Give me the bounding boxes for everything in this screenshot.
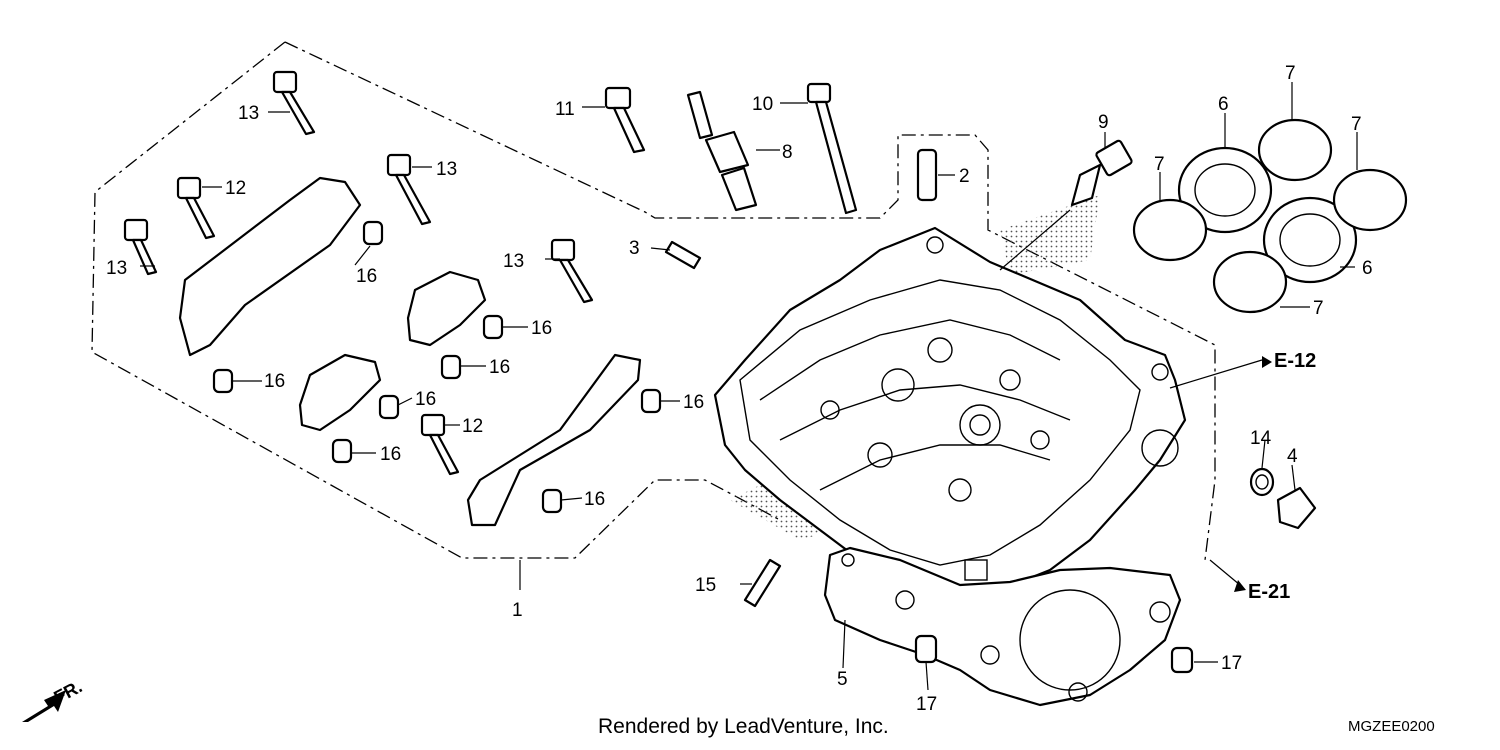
diagram-code: MGZEE0200: [1348, 718, 1435, 735]
callout-5: 5: [837, 669, 848, 690]
callout-13-left: 13: [106, 258, 127, 279]
callout-16-d: 16: [489, 357, 510, 378]
callout-7-left: 7: [1154, 154, 1165, 175]
callout-7-bottom: 7: [1313, 298, 1324, 319]
leader-lines: [140, 82, 1358, 691]
bolt-11: [604, 86, 646, 154]
o-ring-14: [1249, 467, 1275, 497]
dowel-pins-17: [914, 634, 1194, 674]
callout-4: 4: [1287, 446, 1298, 467]
cylinder-head-gasket: [823, 546, 1182, 707]
callout-16-h: 16: [584, 489, 605, 510]
cylinder-head: [713, 195, 1187, 602]
callout-2: 2: [959, 166, 970, 187]
callout-16-b: 16: [264, 371, 285, 392]
clamp-bands: [1132, 118, 1408, 314]
callout-14: 14: [1250, 428, 1272, 449]
callout-9: 9: [1098, 112, 1109, 133]
callout-7-top: 7: [1285, 63, 1296, 84]
callout-13-middle: 13: [436, 159, 457, 180]
stud-3: [664, 240, 702, 270]
reference-e21[interactable]: E-21: [1248, 581, 1290, 603]
callout-10: 10: [752, 94, 773, 115]
stud-15: [743, 558, 782, 608]
dowel-pins-16: [212, 220, 662, 514]
bolt-10: [806, 82, 858, 215]
camshaft-holders: [178, 176, 642, 527]
callout-7-right: 7: [1351, 114, 1362, 135]
callout-16-e: 16: [415, 389, 436, 410]
reference-arrow-e12-icon: [1262, 356, 1272, 368]
insulator-right: [1262, 196, 1358, 284]
callout-16-f: 16: [380, 444, 401, 465]
reference-arrow-e21-icon: [1234, 580, 1246, 592]
spark-plug: [686, 90, 758, 212]
callout-16-g: 16: [683, 392, 704, 413]
callout-13-right: 13: [503, 251, 524, 272]
callout-11: 11: [555, 99, 575, 120]
callout-17-left: 17: [916, 694, 937, 715]
reference-e12[interactable]: E-12: [1274, 350, 1316, 372]
callout-13-top: 13: [238, 103, 259, 124]
callout-6-upper: 6: [1218, 94, 1229, 115]
callout-17-right: 17: [1221, 653, 1242, 674]
footer-credit: Rendered by LeadVenture, Inc.: [598, 715, 889, 738]
front-direction-arrow-icon: [22, 690, 66, 722]
callout-8: 8: [782, 142, 793, 163]
callout-15: 15: [695, 575, 716, 596]
callout-3: 3: [629, 238, 640, 259]
callout-16-c: 16: [531, 318, 552, 339]
callout-6-lower: 6: [1362, 258, 1373, 279]
dowel-pin-2: [916, 148, 938, 202]
sealing-bolt-4: [1276, 486, 1317, 530]
callout-12-bottom: 12: [462, 416, 483, 437]
holder-group-outline: [91, 41, 1216, 590]
callout-16-a: 16: [356, 266, 377, 287]
callout-1: 1: [512, 600, 523, 621]
holder-bolts: [123, 70, 594, 476]
temperature-sensor: [999, 139, 1133, 271]
callout-12-top: 12: [225, 178, 246, 199]
